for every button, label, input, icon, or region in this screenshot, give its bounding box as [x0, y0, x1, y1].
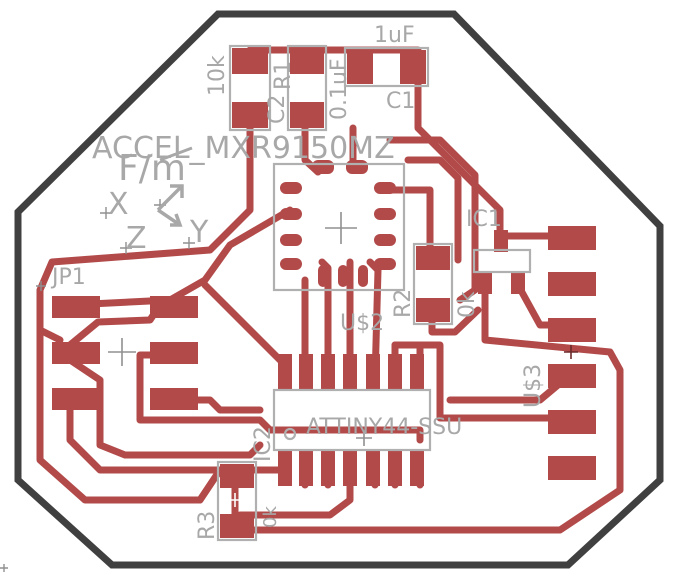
- u3-pad: [548, 272, 596, 296]
- y-axis-label: Y: [189, 215, 209, 250]
- c1-value-label: 1uF: [374, 23, 415, 48]
- c2-value-label: 0.1uF: [327, 58, 352, 120]
- c2-outline: [286, 44, 328, 132]
- r2-pad-bottom: [416, 298, 450, 322]
- u2-pad: [374, 182, 396, 194]
- jp1-pad: [150, 342, 198, 364]
- u2-pad: [280, 234, 302, 246]
- u2-pad: [338, 265, 348, 287]
- ic2-pad: [321, 354, 335, 390]
- attiny-label: ATTINY44-SSU: [306, 415, 462, 440]
- ic2-pad: [299, 354, 313, 390]
- ic2-pad: [343, 354, 357, 390]
- ic2-pad: [410, 354, 424, 390]
- accel-label: ACCEL_MXR9150MZ: [92, 131, 395, 166]
- c2-pad-top: [290, 48, 324, 74]
- r2-value-label: 0k: [455, 291, 480, 318]
- axis-arrows: [156, 146, 193, 227]
- r1-value-label: 10k: [205, 55, 230, 96]
- f-m-label: F/m: [118, 148, 186, 189]
- ic2-pad: [299, 450, 313, 486]
- r1-name-label: R1: [271, 61, 296, 90]
- u2-pad: [318, 265, 328, 287]
- ic2-pad: [388, 354, 402, 390]
- u3-pad: [548, 364, 596, 388]
- u2-outline: [272, 162, 406, 292]
- r2-outline: [412, 242, 454, 326]
- c2-name-label: C2: [265, 95, 290, 124]
- silkscreen: [216, 44, 532, 542]
- u2-pad: [280, 258, 302, 270]
- u2-label: U$2: [340, 311, 384, 336]
- ic1-pad: [478, 272, 492, 294]
- ic1-outline: [472, 248, 532, 274]
- board-outline: [14, 10, 664, 569]
- jp1-pad: [52, 388, 100, 410]
- ic2-pad: [278, 354, 292, 390]
- u3-pad: [548, 226, 596, 250]
- jp1-pad: [52, 342, 100, 364]
- silkscreen-labels: 1uF C1 10k C2 R1 0.1uF ACCEL_MXR9150MZ F…: [50, 23, 546, 540]
- u2-pad: [374, 258, 396, 270]
- r3-value-label: 0k: [260, 506, 281, 528]
- r3-name-label: R3: [195, 511, 220, 540]
- r1-outline: [228, 44, 272, 132]
- ic2-pad: [388, 450, 402, 486]
- r3-pad-top: [220, 464, 254, 488]
- ic2-label: IC2: [251, 426, 276, 462]
- jp1-pad: [52, 296, 100, 318]
- c2-pad-bottom: [290, 102, 324, 128]
- ic2-pad: [321, 450, 335, 486]
- origin-crosses: [0, 60, 578, 572]
- x-axis-label: X: [108, 187, 129, 222]
- ic2-pad: [366, 450, 380, 486]
- r2-pad-top: [416, 246, 450, 270]
- r3-outline: [216, 460, 258, 542]
- u3-label: U$3: [521, 364, 546, 408]
- jp1-pad: [150, 296, 198, 318]
- jp1-label: JP1: [50, 265, 86, 290]
- u3-pad: [548, 410, 596, 434]
- ic2-pad: [278, 450, 292, 486]
- r3-pad-bottom: [220, 514, 254, 538]
- ic1-pad: [494, 230, 508, 252]
- c1-pad-left: [347, 50, 373, 84]
- u2-pad: [374, 234, 396, 246]
- ic1-label: IC1: [466, 207, 502, 232]
- u2-pad: [280, 208, 302, 220]
- c1-name-label: C1: [386, 89, 415, 114]
- z-axis-label: Z: [126, 221, 147, 256]
- u2-pad: [374, 208, 396, 220]
- u3-pad: [548, 318, 596, 342]
- ic2-pad: [410, 450, 424, 486]
- ic2-pad: [366, 354, 380, 390]
- u3-pad: [548, 456, 596, 480]
- r1-pad-bottom: [232, 102, 268, 128]
- ic2-pad: [343, 450, 357, 486]
- jp1-pad: [150, 388, 198, 410]
- r2-name-label: R2: [391, 289, 416, 318]
- ic2-pin1-dot: [283, 427, 297, 441]
- u2-pad: [280, 182, 302, 194]
- u2-pad: [358, 265, 368, 287]
- pads: [52, 48, 596, 538]
- c1-outline: [343, 46, 430, 88]
- r1-pad-top: [232, 48, 268, 74]
- c1-pad-right: [400, 50, 426, 84]
- ic1-pad: [511, 272, 525, 294]
- ic2-outline: [272, 388, 432, 452]
